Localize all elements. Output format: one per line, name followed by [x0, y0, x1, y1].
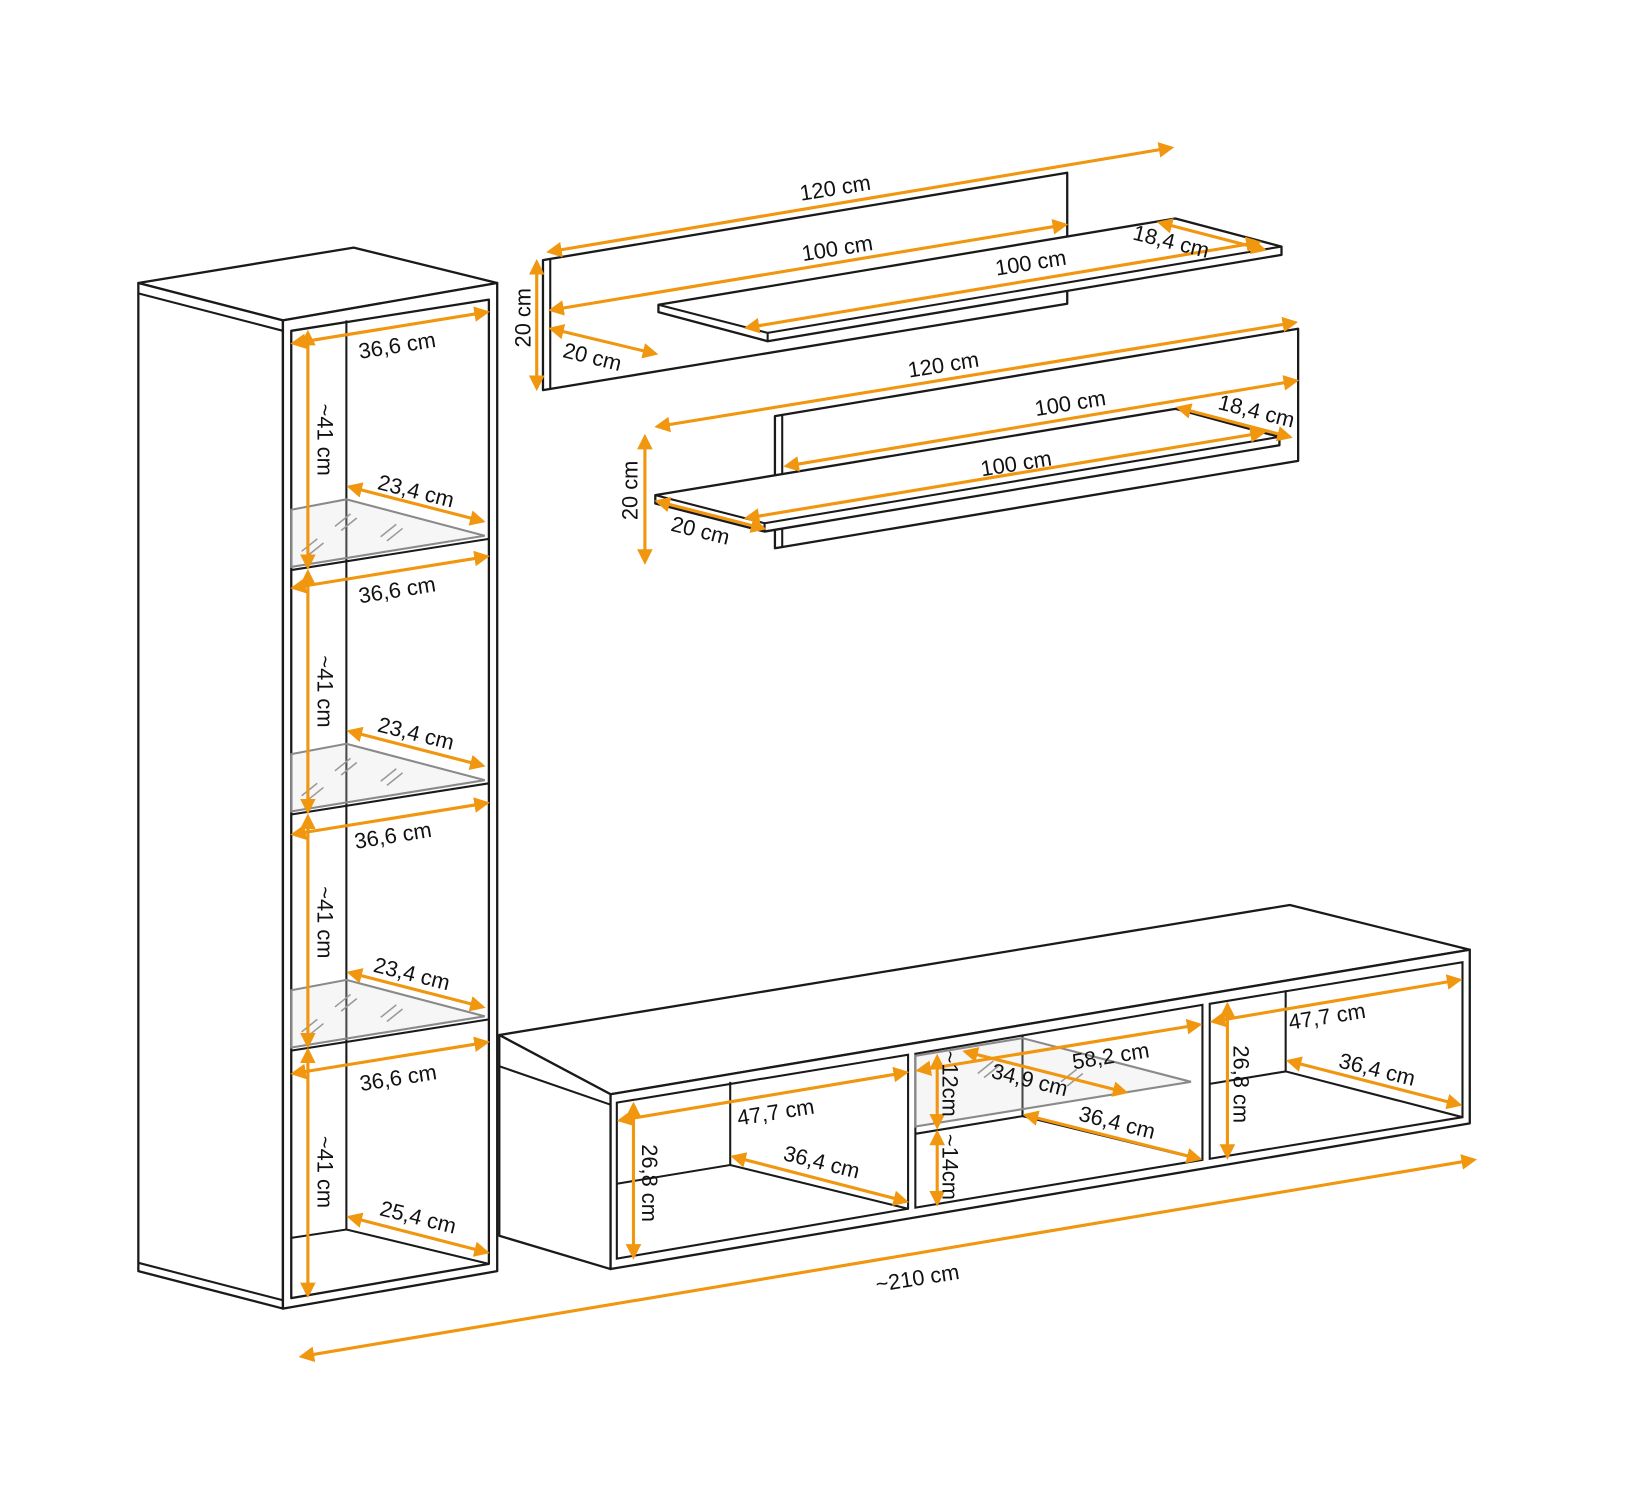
dimension-label: 26,8 cm	[1229, 1045, 1254, 1123]
dimension-label: ~12cm	[937, 1051, 962, 1117]
dimension-label: 20 cm	[510, 288, 535, 347]
total-width-label: ~210 cm	[874, 1259, 961, 1297]
dimension-label: ~14cm	[937, 1134, 962, 1200]
dimension-label: 20 cm	[618, 461, 643, 520]
dimension-label: ~41 cm	[312, 1136, 337, 1208]
tv-unit: 47,7 cm 36,4 cm 26,8 cm 58,2 cm 34,9 cm …	[298, 903, 1478, 1363]
tall-cabinet: 36,6 cm 36,6 cm 36,6 cm 36,6 cm ~41 cm ~…	[137, 246, 499, 1310]
dimension-label: ~41 cm	[312, 404, 337, 476]
dimension-label: ~41 cm	[312, 655, 337, 727]
dimension-label: 26,8 cm	[637, 1144, 662, 1222]
upper-wall-shelf: 120 cm 100 cm 100 cm 18,4 cm 20 cm 20 cm	[510, 142, 1283, 392]
dimension-label: ~41 cm	[312, 886, 337, 958]
